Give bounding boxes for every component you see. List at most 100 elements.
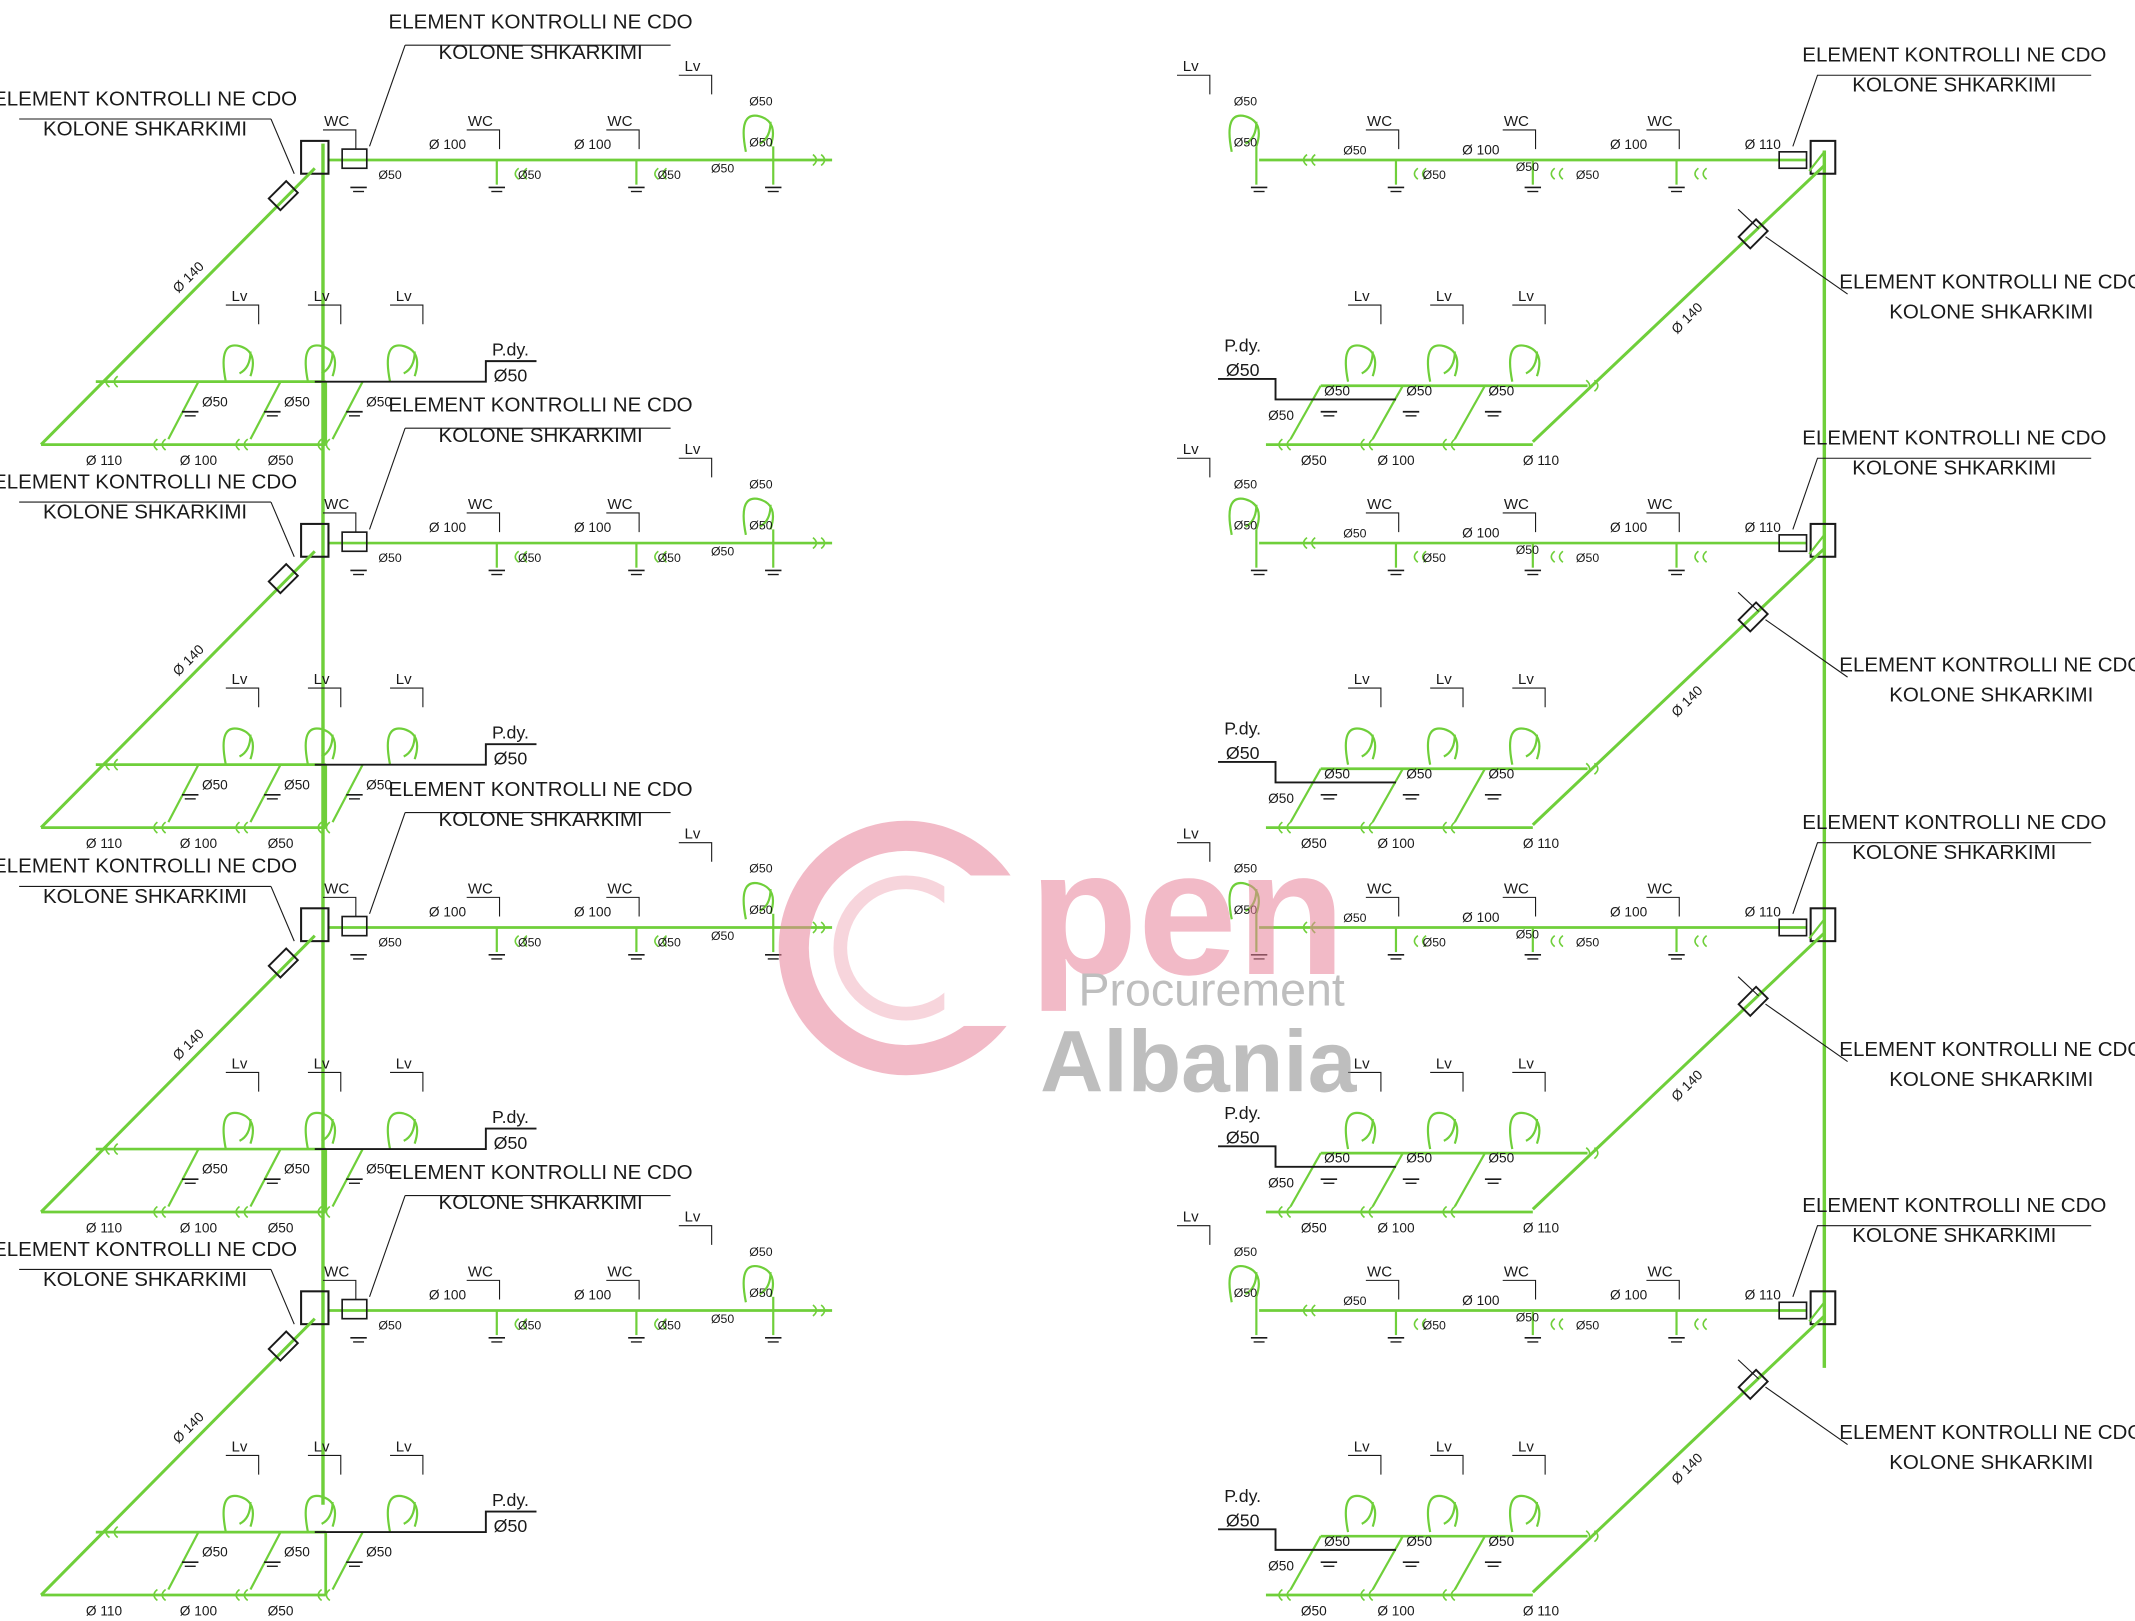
- sink-trap: [1344, 727, 1377, 765]
- sink-trap: [1426, 1494, 1459, 1533]
- pipe-diameter-label: Ø 100: [1610, 905, 1648, 920]
- pipe-diameter-label: Ø 140: [1669, 300, 1706, 337]
- wc-label: WC: [607, 496, 632, 513]
- sink-trap: [1361, 1118, 1374, 1142]
- pipe-diameter-label: Ø 110: [1745, 1288, 1782, 1303]
- floor-drain-label: Ø50: [494, 1516, 528, 1536]
- sink-trap: [1525, 1501, 1539, 1525]
- pipe-fitting: [1278, 821, 1292, 834]
- fixture-leader: [1512, 1454, 1546, 1475]
- lavabo-label: Lv: [396, 288, 412, 305]
- fixture-drop: [167, 381, 200, 440]
- pipe-diameter-label: Ø50: [268, 1604, 294, 1619]
- pipe-diameter-label: Ø50: [1423, 936, 1446, 950]
- wc-label: WC: [468, 880, 493, 897]
- pipe-fitting: [317, 1588, 331, 1602]
- lavabo-label: Lv: [1354, 1055, 1370, 1072]
- pipe-diameter-label: Ø50: [658, 168, 681, 182]
- control-element-leader: [1765, 619, 1848, 678]
- fixture-leader: [606, 512, 640, 533]
- pipe-fitting: [153, 1205, 167, 1219]
- sink-trap: [1508, 344, 1541, 382]
- pipe-fitting: [1442, 821, 1456, 834]
- stack-cleanout: [1809, 139, 1837, 175]
- wc-label: WC: [324, 496, 349, 513]
- pipe-diameter-label: Ø50: [378, 936, 401, 950]
- sink-trap: [1244, 889, 1258, 913]
- fixture-leader: [1348, 304, 1382, 325]
- control-element-leader: [1765, 236, 1848, 295]
- pipe-diameter-label: Ø50: [1234, 1245, 1257, 1259]
- pipe-diameter-label: Ø50: [1324, 766, 1350, 781]
- pipe-diameter-label: Ø50: [1301, 836, 1327, 851]
- pipe-diameter-label: Ø50: [711, 544, 734, 558]
- pipe-diameter-label: Ø50: [1423, 551, 1446, 565]
- watermark-procurement: Procurement: [1078, 963, 1344, 1015]
- sink-trap: [1244, 1272, 1258, 1296]
- pipe-diameter-label: Ø50: [1343, 527, 1366, 541]
- control-element-leader: [1765, 1003, 1848, 1062]
- pipe-fitting: [105, 1525, 119, 1539]
- fixture-drop: [167, 764, 200, 823]
- control-element-leader: [1737, 976, 1760, 997]
- fixture-drop: [1453, 768, 1486, 823]
- lavabo-label: Lv: [1518, 1438, 1534, 1455]
- pipe-fitting: [1442, 1205, 1456, 1219]
- sink-trap: [304, 1494, 337, 1533]
- pipe-diameter-label: Ø50: [1488, 1151, 1514, 1166]
- pipe-diameter-label: Ø50: [1576, 551, 1599, 565]
- pipe-fitting: [514, 935, 528, 948]
- lavabo-label: Lv: [232, 671, 248, 688]
- pipe-fitting: [105, 375, 119, 388]
- pipe-diameter-label: Ø50: [1234, 1286, 1257, 1300]
- pipe-diameter-label: Ø 100: [574, 1288, 612, 1303]
- pipe-fitting: [235, 438, 249, 451]
- pipe-diameter-label: Ø50: [1576, 1319, 1599, 1333]
- sink-trap: [222, 1111, 254, 1150]
- pipe-fitting: [654, 167, 668, 180]
- fixture-drop: [331, 1531, 364, 1591]
- pipe-diameter-label: Ø50: [518, 551, 541, 565]
- control-element-label: ELEMENT KONTROLLI NE CDO: [1839, 1038, 2135, 1061]
- pipe-fitting: [514, 550, 528, 563]
- control-element-label: ELEMENT KONTROLLI NE CDO: [389, 394, 693, 417]
- wc-label: WC: [1504, 113, 1529, 130]
- pipe-fitting: [1413, 935, 1427, 948]
- wc-label: WC: [1648, 880, 1673, 897]
- lavabo-label: Lv: [1436, 1055, 1452, 1072]
- sink-trap: [386, 727, 419, 765]
- pipe-diameter-label: Ø 100: [1462, 526, 1500, 541]
- lavabo-label: Lv: [396, 1055, 412, 1072]
- sink-trap: [759, 504, 772, 528]
- sink-trap: [1228, 881, 1260, 920]
- sink-trap: [1244, 504, 1258, 528]
- pipe-diameter-label: Ø50: [378, 1319, 401, 1333]
- stack-connector: [1808, 151, 1826, 172]
- pipe-diameter-label: Ø50: [284, 777, 310, 792]
- fixture-drop: [1289, 1535, 1322, 1591]
- control-element-leader: [1765, 1386, 1848, 1445]
- pipe-diameter-label: Ø50: [749, 903, 772, 917]
- floor-drain-label: Ø50: [494, 1133, 528, 1153]
- pipe-fitting: [1442, 1588, 1456, 1602]
- fixture-leader: [1365, 512, 1400, 533]
- pipe-fitting: [1413, 550, 1427, 563]
- wc-label: WC: [468, 496, 493, 513]
- sink-trap: [1361, 734, 1374, 758]
- pipe-diameter-label: Ø 100: [429, 1288, 467, 1303]
- fixture-leader: [606, 1279, 640, 1300]
- lavabo-label: Lv: [685, 826, 701, 843]
- fixture-leader: [225, 1454, 260, 1475]
- pipe-fitting: [317, 438, 331, 451]
- pipe-fitting: [153, 1588, 167, 1602]
- pipe-diameter-label: Ø 100: [429, 520, 467, 535]
- control-element-leader: [270, 886, 295, 942]
- control-element-label: KOLONE SHKARKIMI: [439, 808, 643, 831]
- stack-cleanout: [300, 907, 330, 943]
- pipe-fitting: [654, 1318, 668, 1331]
- fixture-drop: [331, 1148, 364, 1208]
- pipe-diameter-label: Ø 140: [170, 642, 207, 679]
- sink-trap: [321, 1118, 334, 1142]
- pipe-diameter-label: Ø50: [366, 777, 392, 792]
